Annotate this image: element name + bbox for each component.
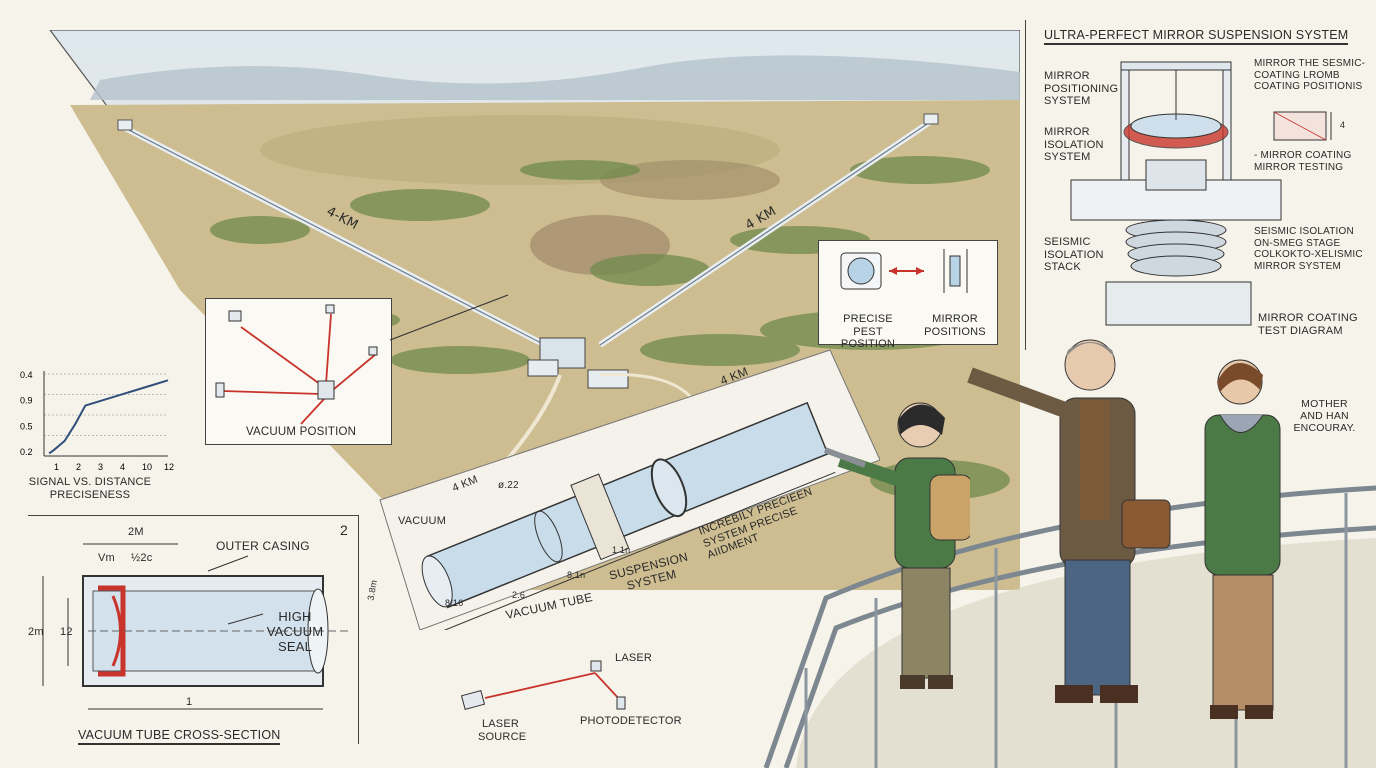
inset-leader xyxy=(389,294,509,341)
tube-cross-section-drawing xyxy=(42,543,348,710)
speech-label: MOTHER AND HAN ENCOURAY. xyxy=(1293,398,1356,435)
laser-paths-diagram xyxy=(215,304,378,425)
mirror-suspension-panel: ULTRA-PERFECT MIRROR SUSPENSION SYSTEM 4… xyxy=(1025,20,1372,350)
dim-phi: ø.22 xyxy=(498,480,519,491)
outer-casing-label: OUTER CASING xyxy=(216,539,310,553)
vacuum-tube-drawing xyxy=(379,349,880,630)
dim-top: 2m xyxy=(128,526,144,538)
dim-d: 1.1n xyxy=(612,545,631,555)
coating-testing-label: - MIRROR COATING MIRROR TESTING xyxy=(1254,150,1352,173)
cross-section-panel: 2 2m Vm ½2c OUTER CASING HIGH VACUUM SEA… xyxy=(28,515,359,746)
test-position-diagram xyxy=(840,249,968,293)
laser-source-label: LASER SOURCE xyxy=(478,718,527,743)
chart-y-tick: 0.2 xyxy=(20,447,33,457)
coating-top-label: MIRROR THE SESMIC-COATING LROMB COATING … xyxy=(1254,58,1366,92)
girl-illustration xyxy=(823,402,970,689)
dim-half: ½2c xyxy=(131,552,153,564)
dim-c: 8.1n xyxy=(567,570,586,580)
dim-left-outer: 2m xyxy=(28,626,44,638)
vacuum-position-caption: VACUUM POSITION xyxy=(246,426,357,438)
mirror-suspension-drawing xyxy=(1070,61,1332,326)
chart-x-tick: 1 xyxy=(54,462,59,472)
mirror-positions-caption: MIRROR POSITIONS xyxy=(924,313,986,338)
signal-line xyxy=(48,379,169,455)
chart-caption: SIGNAL VS. DISTANCE PRECISENESS xyxy=(10,476,170,501)
high-vacuum-seal-label: HIGH VACUUM SEAL xyxy=(266,609,324,654)
chart-y-tick: 0.4 xyxy=(20,370,33,380)
woman-illustration xyxy=(1204,359,1281,719)
seismic-stage-label: SEISMIC ISOLATION ON-SMEG STAGE COLKOKTO… xyxy=(1254,226,1363,272)
chart-x-tick: 4 xyxy=(120,462,125,472)
chart-x-tick: 12 xyxy=(164,462,174,472)
test-position-inset: PRECISE PEST POSITION MIRROR POSITIONS xyxy=(818,240,998,350)
laser-diagram xyxy=(460,660,626,710)
chart-x-tick: 3 xyxy=(98,462,103,472)
mirror-system-title: ULTRA-PERFECT MIRROR SUSPENSION SYSTEM xyxy=(1044,28,1349,46)
dim-small: 4 xyxy=(1340,120,1346,130)
cross-section-title: VACUUM TUBE CROSS-SECTION xyxy=(78,728,281,746)
seismic-stack-label: SEISMIC ISOLATION STACK xyxy=(1044,236,1104,274)
panel-number: 2 xyxy=(340,522,348,538)
laser-label: LASER xyxy=(615,652,653,664)
dim-left-inner: 12 xyxy=(60,626,73,638)
mirror-isolation-label: MIRROR ISOLATION SYSTEM xyxy=(1044,126,1104,164)
vacuum-position-inset: VACUUM POSITION xyxy=(205,298,392,445)
dim-vm: Vm xyxy=(98,552,115,564)
dim-b: 2.6 xyxy=(512,590,526,600)
dim-bottom: 1 xyxy=(186,696,193,708)
chart-y-tick: 0.9 xyxy=(20,396,33,406)
mirror-positioning-label: MIRROR POSITIONING SYSTEM xyxy=(1044,70,1119,108)
chart-y-tick: 0.5 xyxy=(20,421,33,431)
chart-caption-line2: PRECISENESS xyxy=(49,488,131,501)
precise-test-caption: PRECISE PEST POSITION xyxy=(840,313,896,351)
dim-a: 8/16 xyxy=(445,598,464,608)
man-illustration xyxy=(967,339,1171,703)
chart-x-tick: 2 xyxy=(76,462,81,472)
coating-test-label: MIRROR COATING TEST DIAGRAM xyxy=(1258,312,1358,337)
vacuum-label: VACUUM xyxy=(398,515,447,527)
photodetector-label: PHOTODETECTOR xyxy=(580,715,682,727)
chart-caption-line1: SIGNAL VS. DISTANCE xyxy=(28,476,152,488)
chart-x-tick: 10 xyxy=(142,462,152,472)
